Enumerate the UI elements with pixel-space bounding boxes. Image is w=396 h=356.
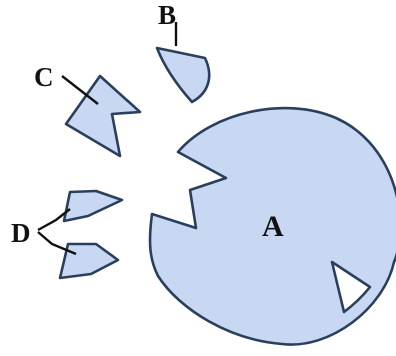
shape-c <box>64 74 142 158</box>
shape-d-upper <box>62 189 124 223</box>
label-d: D <box>11 218 31 248</box>
shape-b <box>155 46 211 104</box>
leader-d-lower <box>37 231 77 256</box>
label-b: B <box>158 0 176 30</box>
leader-d-upper <box>37 208 71 232</box>
shape-d-lower <box>58 242 120 280</box>
leader-c <box>61 75 99 105</box>
label-c: C <box>34 62 54 92</box>
label-a: A <box>262 210 284 243</box>
shape-a <box>148 106 396 346</box>
